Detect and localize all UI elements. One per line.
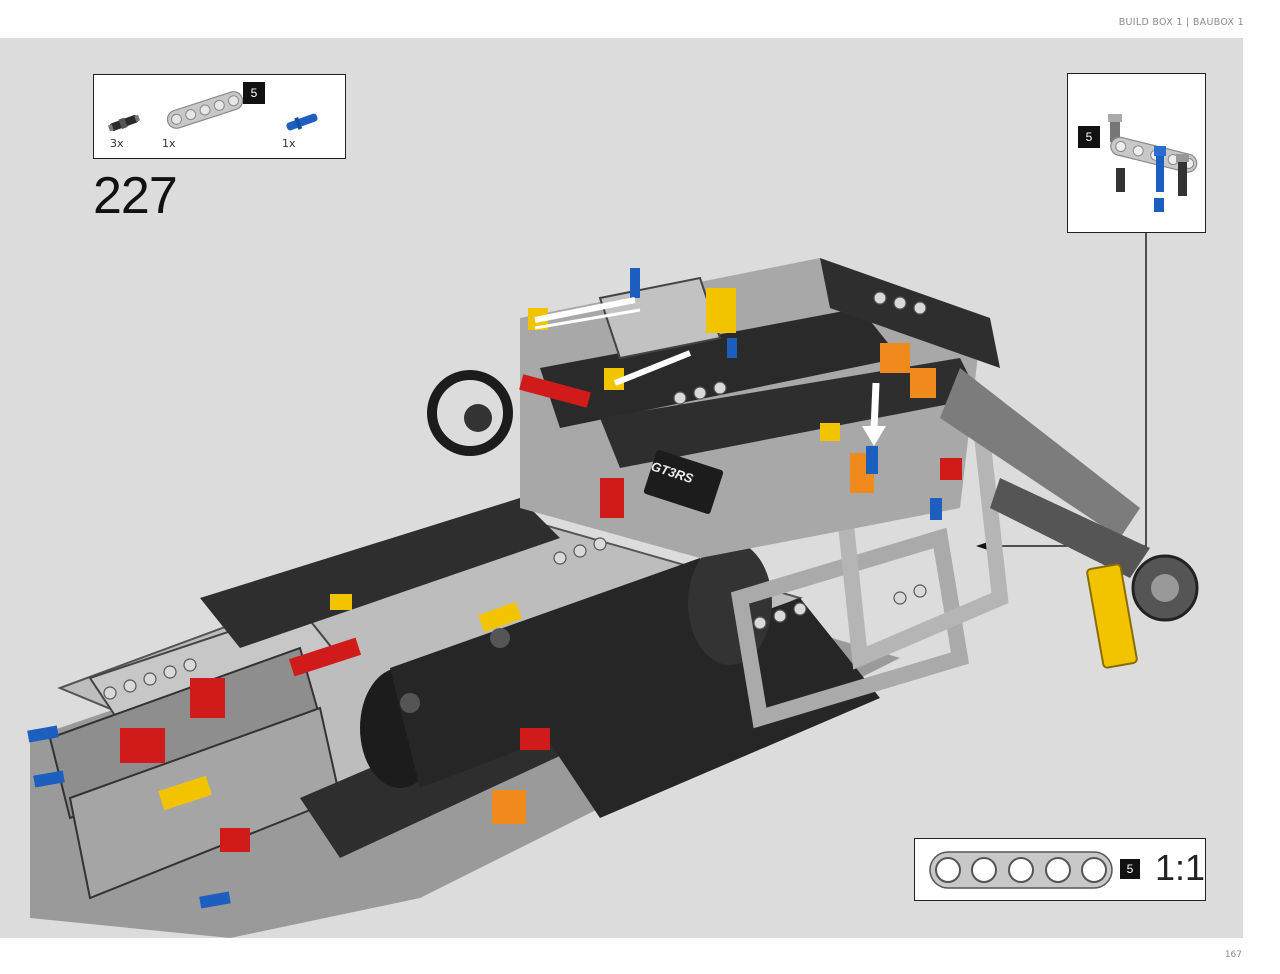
page-number: 167 <box>1224 950 1242 960</box>
sub-assembly-icon <box>1108 114 1198 212</box>
scale-reference-box: 5 1:1 <box>914 838 1206 901</box>
scale-badge: 5 <box>1120 859 1140 879</box>
step-number: 227 <box>93 167 178 225</box>
beam-5-actual-size-icon <box>929 851 1113 889</box>
parts-list-box: 3x 1x 5 1x <box>93 74 346 159</box>
black-pin-connector-icon <box>107 114 141 132</box>
part-quantity: 3x <box>110 137 124 150</box>
beam-length-badge: 5 <box>243 82 265 104</box>
header-text: BUILD BOX 1 | BAUBOX 1 <box>1118 17 1244 28</box>
part-quantity: 1x <box>162 137 176 150</box>
car-chassis-model-illustration <box>27 258 1199 938</box>
sub-assembly-callout: 5 <box>1067 73 1206 233</box>
blue-axle-pin-icon <box>286 113 318 131</box>
part-quantity: 1x <box>282 137 296 150</box>
instruction-canvas: 3x 1x 5 1x 227 5 <box>0 38 1243 938</box>
callout-badge: 5 <box>1078 126 1100 148</box>
scale-label: 1:1 <box>1155 847 1206 888</box>
gray-beam-5-icon <box>166 91 244 129</box>
